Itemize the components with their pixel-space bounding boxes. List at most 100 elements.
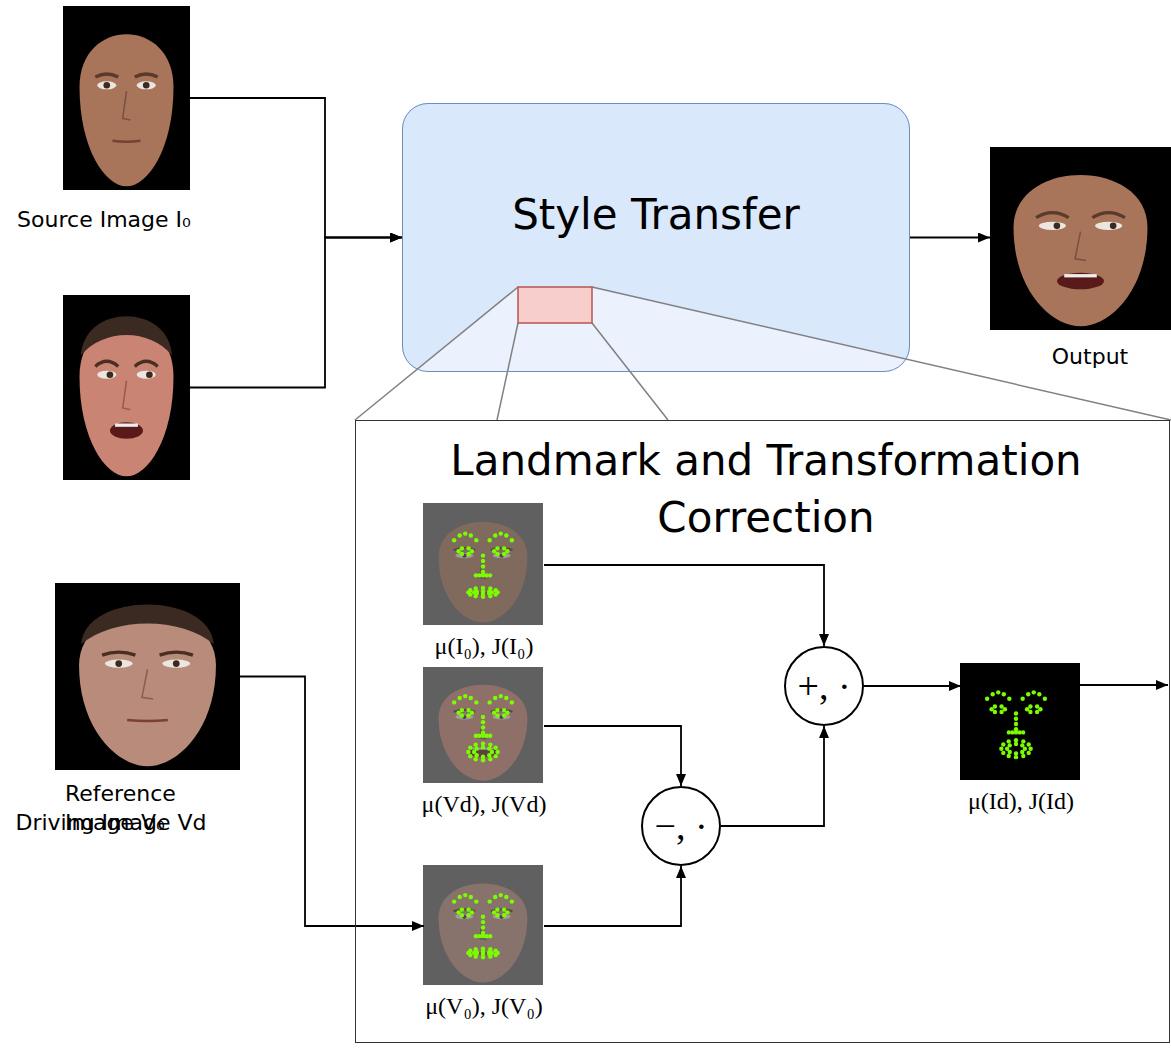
landmark-dot (999, 747, 1003, 751)
landmark-dot (510, 538, 514, 542)
landmark-dot (504, 533, 508, 537)
landmark-dot (1007, 696, 1011, 700)
eyebrow (102, 652, 135, 655)
landmark-dot (493, 949, 497, 953)
landmark-dot (487, 950, 491, 954)
landmark-dot (1032, 690, 1036, 694)
landmark-dot (481, 553, 485, 557)
landmark-dot (1014, 751, 1018, 755)
landmark-dot (481, 950, 485, 954)
eye (1039, 222, 1066, 230)
landmark-dot (463, 893, 467, 897)
landmark-dot (466, 913, 470, 917)
landmark-dots (452, 694, 514, 763)
landmark-dot (481, 920, 485, 924)
landmark-dot (502, 913, 506, 917)
eye (137, 81, 156, 89)
landmark-dot (468, 754, 472, 758)
picture-ground (423, 667, 543, 783)
landmark-dot (1043, 696, 1047, 700)
landmark-dot (460, 552, 464, 556)
landmark-dot (493, 696, 497, 700)
landmark-dot (470, 549, 474, 553)
landmark-dot (469, 895, 473, 899)
eyebrow (160, 652, 193, 655)
landmark-dot (502, 708, 506, 712)
face-picture (423, 503, 543, 625)
landmark-dot (1028, 704, 1032, 708)
landmark-dot (457, 696, 461, 700)
face (79, 604, 216, 766)
reference-image: Reference Image V₀ (55, 583, 240, 770)
landmark-dot (504, 696, 508, 700)
picture-ground (63, 295, 190, 480)
eyebrow (135, 361, 158, 366)
eye (1095, 222, 1122, 230)
landmark-dots (452, 893, 514, 960)
landmark-dot (505, 549, 509, 553)
face (80, 34, 174, 186)
face-picture (990, 147, 1171, 330)
arrow-connector (544, 866, 681, 926)
landmark-dot (487, 589, 491, 593)
landmark-dot (487, 700, 491, 704)
image-caption: μ(Vd), J(Vd) (422, 790, 547, 819)
landmark-dots (985, 690, 1047, 759)
landmark-dot (495, 750, 499, 754)
landmark-dot (495, 708, 499, 712)
panel-fill (355, 420, 1170, 1043)
picture-ground (423, 503, 543, 625)
mouth (113, 140, 141, 143)
face-skin (1014, 175, 1148, 326)
face-picture (423, 865, 543, 985)
landmark-dot (493, 533, 497, 537)
mouth (127, 719, 168, 722)
iris (115, 660, 122, 667)
landmark-dot (474, 899, 478, 903)
landmark-dot (481, 559, 485, 563)
face-picture (423, 667, 543, 783)
landmark-image: μ(I₀), J(I₀) (424, 504, 544, 626)
landmark-dot (481, 745, 485, 749)
arrow-connector (190, 98, 402, 238)
nose (142, 669, 153, 698)
landmark-dot (452, 700, 456, 704)
landmark-dot (468, 746, 472, 750)
landmark-dot (499, 893, 503, 897)
face (80, 316, 174, 476)
landmark-dot (1006, 739, 1010, 743)
mouth (1057, 273, 1104, 289)
landmark-dot (1008, 743, 1012, 747)
landmark-dot (1014, 716, 1018, 720)
landmark-dot (1021, 730, 1025, 734)
face (439, 522, 528, 623)
iris (103, 82, 110, 89)
source-image: Source Image I₀ (63, 6, 190, 190)
landmark-dot (999, 710, 1003, 714)
iris (146, 371, 153, 378)
nose (123, 91, 131, 120)
landmark-dot (488, 757, 492, 761)
landmark-dot (488, 934, 492, 938)
arrow-connector (240, 677, 424, 927)
landmark-dot (475, 589, 479, 593)
operator-circle: +, · (784, 646, 864, 726)
landmark-dot (469, 533, 473, 537)
landmark-dot (1026, 692, 1030, 696)
landmark-dot (510, 700, 514, 704)
landmark-dot (488, 573, 492, 577)
nose (1075, 232, 1086, 261)
eyebrow (95, 74, 118, 77)
face-picture (55, 583, 240, 770)
arrow-connector (864, 685, 961, 687)
eyebrow (135, 74, 158, 77)
eye (97, 81, 116, 89)
face (439, 685, 528, 781)
operator-circle: −, · (641, 786, 721, 866)
arrow-connector (544, 565, 824, 646)
picture-ground (990, 147, 1171, 330)
landmark-dot (487, 746, 491, 750)
landmark-dot (1006, 754, 1010, 758)
